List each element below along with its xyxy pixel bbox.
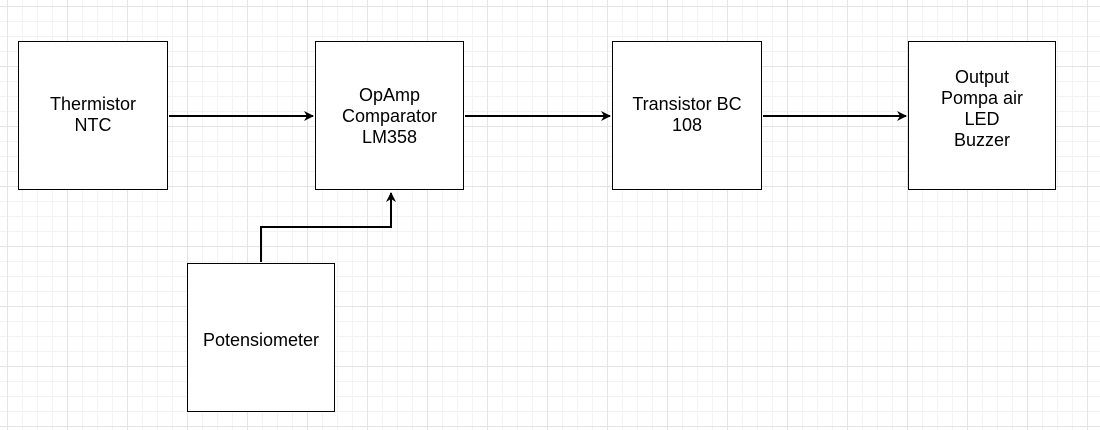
transistor-label: Transistor BC 108 [632, 94, 742, 135]
potensiometer-label: Potensiometer [202, 330, 320, 350]
connector-potensiometer-to-comparator [260, 192, 396, 262]
thermistor-ntc-label: Thermistor NTC [49, 94, 136, 135]
thermistor-ntc-block[interactable]: Thermistor NTC [18, 41, 168, 190]
potensiometer-block[interactable]: Potensiometer [187, 263, 335, 412]
opamp-comparator-block[interactable]: OpAmp Comparator LM358 [315, 41, 464, 190]
transistor-block[interactable]: Transistor BC 108 [612, 41, 762, 190]
output-label: Output Pompa air LED Buzzer [940, 67, 1024, 150]
output-block[interactable]: Output Pompa air LED Buzzer [908, 41, 1056, 190]
opamp-comparator-label: OpAmp Comparator LM358 [341, 85, 438, 147]
